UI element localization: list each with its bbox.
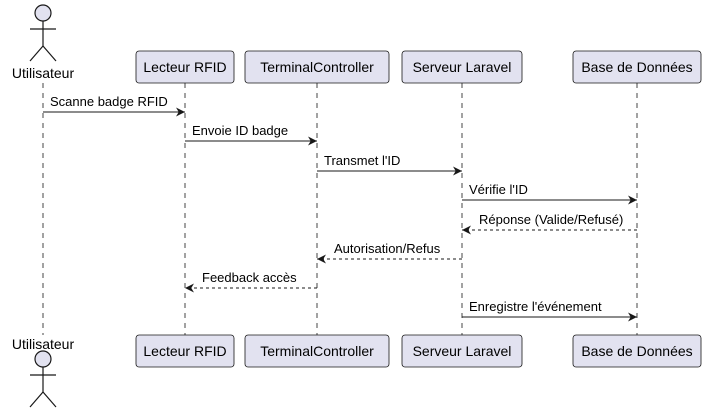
- message-6: Autorisation/Refus: [317, 241, 462, 264]
- stick-figure-icon: [29, 350, 57, 408]
- participant-bdd-top: Base de Données: [572, 50, 702, 84]
- message-label: Enregistre l'événement: [469, 299, 602, 314]
- message-label: Réponse (Valide/Refusé): [479, 212, 623, 227]
- participant-box: [244, 334, 390, 368]
- actor-label: Utilisateur: [12, 336, 75, 352]
- stick-figure-icon: [29, 4, 57, 62]
- participant-box: [135, 50, 235, 84]
- actor-label: Utilisateur: [12, 65, 75, 81]
- participant-terminal-bottom: TerminalController: [244, 334, 390, 368]
- participant-box: [401, 334, 523, 368]
- participant-label: TerminalController: [260, 59, 374, 75]
- message-8: Enregistre l'événement: [462, 299, 637, 322]
- participant-lecteur-top: Lecteur RFID: [135, 50, 235, 84]
- participant-label: Serveur Laravel: [413, 343, 512, 359]
- participant-serveur-top: Serveur Laravel: [401, 50, 523, 84]
- participant-label: Serveur Laravel: [413, 59, 512, 75]
- message-1: Scanne badge RFID: [43, 94, 185, 117]
- participant-box: [572, 334, 702, 368]
- message-7: Feedback accès: [185, 270, 317, 293]
- message-3: Transmet l'ID: [317, 153, 462, 176]
- message-label: Envoie ID badge: [192, 123, 288, 138]
- participant-label: TerminalController: [260, 343, 374, 359]
- message-label: Autorisation/Refus: [334, 241, 441, 256]
- participant-label: Lecteur RFID: [143, 343, 226, 359]
- participant-bdd-bottom: Base de Données: [572, 334, 702, 368]
- participant-utilisateur-bottom: Utilisateur: [12, 336, 75, 408]
- participant-label: Base de Données: [581, 59, 692, 75]
- participant-serveur-bottom: Serveur Laravel: [401, 334, 523, 368]
- participant-label: Base de Données: [581, 343, 692, 359]
- participant-terminal-top: TerminalController: [244, 50, 390, 84]
- participant-lecteur-bottom: Lecteur RFID: [135, 334, 235, 368]
- participant-label: Lecteur RFID: [143, 59, 226, 75]
- participant-utilisateur-top: Utilisateur: [12, 4, 75, 81]
- message-4: Vérifie l'ID: [462, 182, 637, 205]
- participant-box: [244, 50, 390, 84]
- participant-box: [572, 50, 702, 84]
- participant-box: [135, 334, 235, 368]
- participant-box: [401, 50, 523, 84]
- message-label: Vérifie l'ID: [469, 182, 528, 197]
- message-5: Réponse (Valide/Refusé): [462, 212, 637, 235]
- message-label: Scanne badge RFID: [50, 94, 168, 109]
- message-2: Envoie ID badge: [185, 123, 317, 146]
- message-label: Transmet l'ID: [324, 153, 400, 168]
- message-label: Feedback accès: [202, 270, 297, 285]
